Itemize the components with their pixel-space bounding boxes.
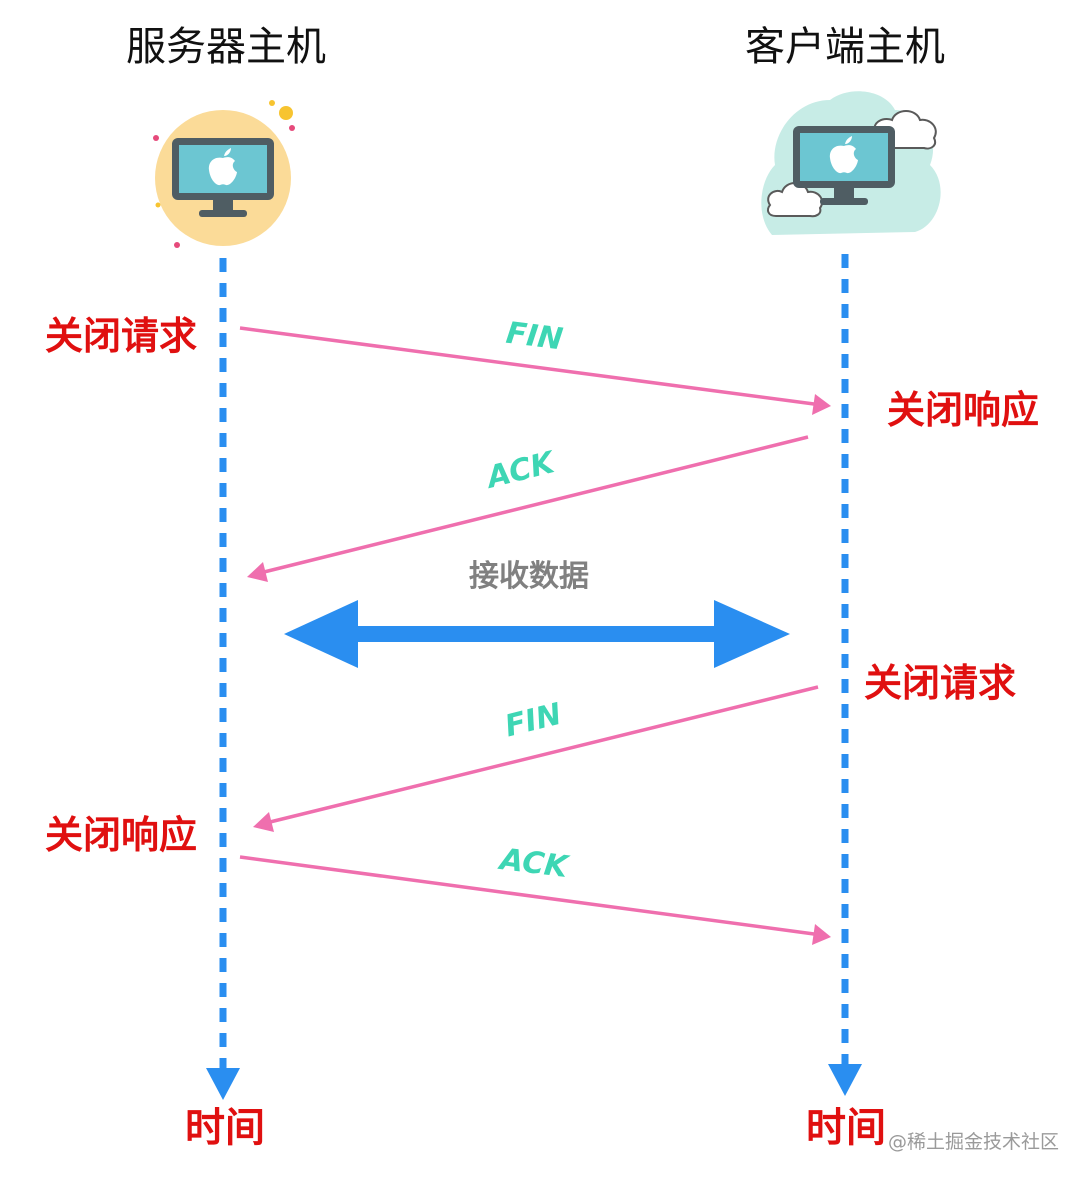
client-host-title: 客户端主机 (745, 24, 945, 70)
client-close-request-label: 关闭请求 (864, 661, 1017, 705)
fin-2-arrow (253, 685, 819, 832)
server-host-title: 服务器主机 (126, 24, 326, 70)
server-close-response-label: 关闭响应 (45, 813, 198, 857)
client-computer-icon (761, 91, 941, 235)
client-time-label: 时间 (806, 1105, 886, 1151)
data-transfer-double-arrow (284, 600, 790, 668)
fin-1-arrow (239, 326, 831, 415)
client-close-response-label: 关闭响应 (887, 388, 1040, 432)
ack-2-label: ACK (498, 842, 570, 885)
ack-1-arrow (247, 435, 809, 582)
server-lifeline-arrowhead (206, 1068, 240, 1100)
watermark: @稀土掘金技术社区 (888, 1131, 1060, 1153)
fin-1-label: FIN (504, 315, 565, 358)
server-computer-icon (153, 100, 295, 248)
client-lifeline-arrowhead (828, 1064, 862, 1096)
server-time-label: 时间 (185, 1105, 265, 1151)
data-transfer-label: 接收数据 (469, 559, 589, 594)
server-close-request-label: 关闭请求 (45, 314, 198, 358)
ack-2-arrow (239, 855, 831, 945)
